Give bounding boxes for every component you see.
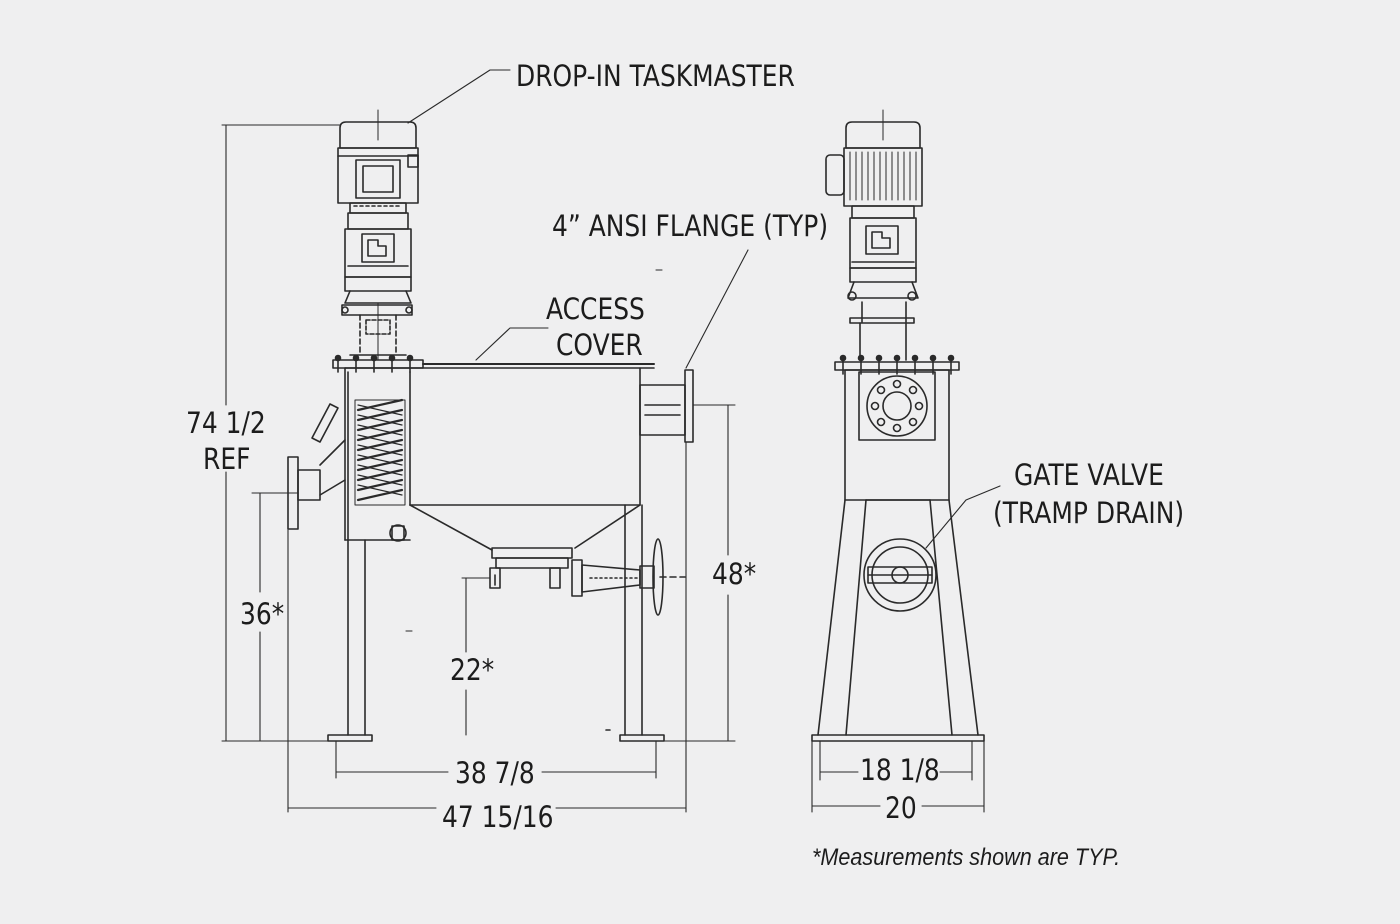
- front-top-flange: [332, 354, 655, 373]
- front-tank-body: [344, 367, 641, 551]
- side-stand: [811, 499, 985, 742]
- front-outlet-flange: [639, 369, 694, 443]
- front-drain-valve: [489, 538, 686, 616]
- access-cover-label-line2: COVER: [556, 328, 643, 362]
- side-motor: [825, 109, 923, 301]
- front-motor: [337, 109, 419, 304]
- gate-valve-label-line2: (TRAMP DRAIN): [993, 496, 1185, 530]
- inlet-height-dimension: 36*: [240, 597, 285, 631]
- front-coupling: [341, 302, 413, 361]
- side-view: [811, 109, 985, 742]
- front-view: [287, 109, 694, 742]
- front-legs: [327, 504, 665, 742]
- overall-height-ref-label: REF: [203, 442, 251, 476]
- leg-span-dimension: 38 7/8: [455, 756, 535, 790]
- front-inlet-nozzle: [287, 403, 346, 530]
- measurements-footnote: *Measurements shown are TYP.: [812, 844, 1121, 871]
- drain-height-dimension: 22*: [450, 653, 495, 687]
- drop-in-taskmaster-label: DROP-IN TASKMASTER: [516, 59, 795, 93]
- side-width-dimension: 20: [885, 791, 917, 825]
- ansi-flange-label: 4” ANSI FLANGE (TYP): [552, 209, 829, 243]
- front-dimension-lines: [221, 69, 749, 813]
- side-coupling: [849, 301, 915, 361]
- overall-height-dimension: 74 1/2: [186, 406, 266, 440]
- side-dimension-lines: [811, 485, 1001, 813]
- gate-valve-label-line1: GATE VALVE: [1014, 458, 1164, 492]
- side-leg-width-dimension: 18 1/8: [860, 753, 940, 787]
- overall-width-dimension: 47 15/16: [442, 800, 554, 834]
- side-tank-body: [844, 369, 950, 501]
- access-cover-label-line1: ACCESS: [546, 292, 645, 326]
- outlet-height-dimension: 48*: [712, 557, 757, 591]
